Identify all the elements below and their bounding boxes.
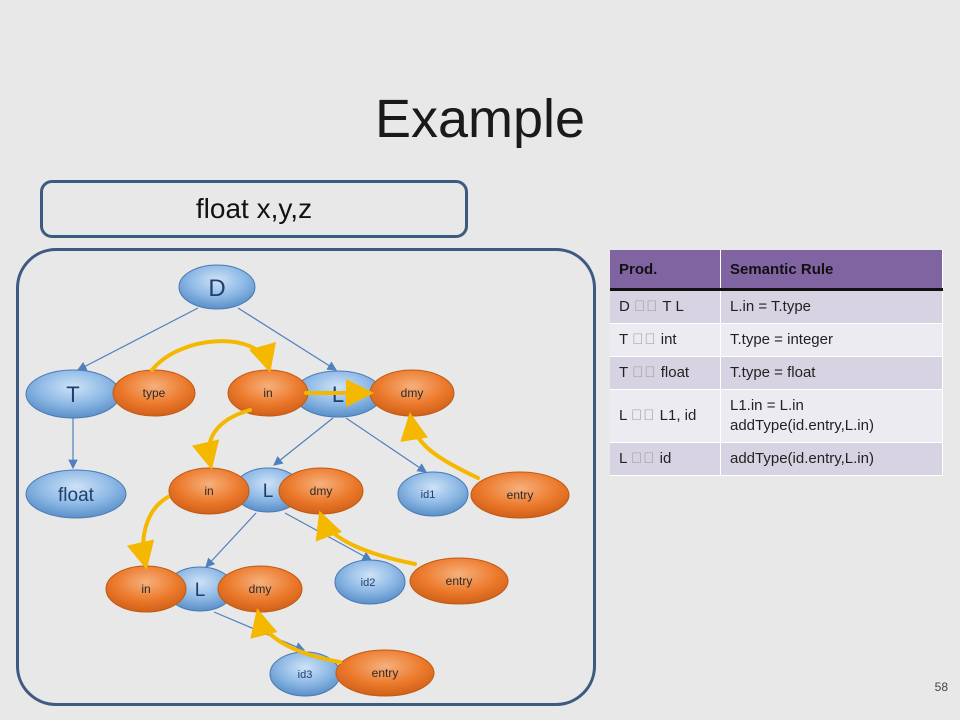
code-example-box: float x,y,z <box>40 180 468 238</box>
slide-title: Example <box>374 89 586 149</box>
prod-cell: T    int <box>610 323 721 357</box>
attr-dmy-mid: dmy <box>278 467 364 515</box>
node-id1: id1 <box>397 471 469 517</box>
node-D: D <box>178 264 256 310</box>
dep-in-top-to-in-mid <box>191 408 252 470</box>
attr-dmy-bot: dmy <box>217 565 303 613</box>
node-id1-label: id1 <box>421 489 436 501</box>
attr-in-mid: in <box>168 467 250 515</box>
attr-in-bot: in <box>105 565 187 613</box>
node-id3-label: id3 <box>298 669 313 681</box>
arrow-glyph:    <box>634 298 659 315</box>
node-L-bot-label: L <box>195 580 206 601</box>
attribute-nodes: type in dmy in dmy entry in dmy <box>105 369 570 697</box>
attr-entry1: entry <box>470 471 570 519</box>
attr-dmy-bot-label: dmy <box>249 582 272 596</box>
node-id2-label: id2 <box>361 577 376 589</box>
rule-cell: T.type = integer <box>720 323 943 357</box>
attr-entry2: entry <box>409 557 509 605</box>
node-float-label: float <box>58 485 95 506</box>
dependency-arrows <box>126 339 480 664</box>
rule-cell: L1.in = L.in addType(id.entry,L.in) <box>720 389 943 443</box>
attr-type-label: type <box>143 386 166 400</box>
arrow-glyph:    <box>630 407 656 424</box>
attr-dmy-top: dmy <box>369 369 455 417</box>
table-row: L    L1, id L1.in = L.in addType(id.entr… <box>610 389 943 443</box>
edge-L-id1 <box>345 417 427 473</box>
edge-L-Lmid <box>273 417 334 466</box>
node-L-mid-label: L <box>263 481 274 502</box>
node-float: float <box>25 469 127 519</box>
dep-entry3-to-dmy-bot <box>250 608 342 664</box>
table-row: T    int T.type = integer <box>610 323 943 357</box>
arrow-glyph:    <box>632 364 657 381</box>
dep-type-to-in <box>150 339 276 373</box>
node-D-label: D <box>208 275 225 302</box>
attr-in-bot-label: in <box>141 582 150 596</box>
arrow-glyph:    <box>632 331 657 348</box>
edge-Lmid-id2 <box>284 512 373 561</box>
table-row: D    T L L.in = T.type <box>610 289 943 324</box>
attr-entry2-label: entry <box>446 574 473 588</box>
rule-cell: addType(id.entry,L.in) <box>720 442 943 476</box>
attr-in-top-label: in <box>263 386 272 400</box>
table-row: T    float T.type = float <box>610 356 943 390</box>
tree-nodes: D T L float L L id1 id2 <box>25 264 469 697</box>
prod-cell: T    float <box>610 356 721 390</box>
rule-cell: T.type = float <box>720 356 943 390</box>
rule-cell: L.in = T.type <box>720 289 943 324</box>
attr-entry1-label: entry <box>507 488 534 502</box>
attr-entry3: entry <box>335 649 435 697</box>
node-id2: id2 <box>334 559 406 605</box>
code-example-text: float x,y,z <box>195 193 313 224</box>
node-T-label: T <box>66 382 79 407</box>
arrow-glyph:    <box>630 450 656 467</box>
node-T: T <box>25 369 121 419</box>
dep-entry2-to-dmy-mid <box>315 510 417 566</box>
attr-in-mid-label: in <box>204 484 213 498</box>
edge-Lmid-Lbot <box>205 512 257 568</box>
attr-in-top: in <box>227 369 309 417</box>
page-number: 58 <box>934 680 948 694</box>
prod-cell: L    L1, id <box>610 389 721 443</box>
attr-dmy-top-label: dmy <box>401 386 424 400</box>
semantic-rules-table: Prod. Semantic Rule D    T L L.in = T.ty… <box>610 250 943 476</box>
edge-D-L <box>237 307 338 371</box>
dep-in-mid-to-in-bot <box>126 495 170 570</box>
table-row: L    id addType(id.entry,L.in) <box>610 442 943 476</box>
header-prod: Prod. <box>610 250 721 290</box>
attr-type: type <box>112 369 196 417</box>
attr-entry3-label: entry <box>372 666 399 680</box>
table-header-row: Prod. Semantic Rule <box>610 250 943 290</box>
parse-tree-frame <box>16 248 596 706</box>
attr-dmy-mid-label: dmy <box>310 484 333 498</box>
prod-cell: L    id <box>610 442 721 476</box>
prod-cell: D    T L <box>610 289 721 324</box>
header-semantic-rule: Semantic Rule <box>720 250 943 290</box>
edge-D-T <box>76 307 199 371</box>
dep-entry1-to-dmy-top <box>400 412 480 480</box>
